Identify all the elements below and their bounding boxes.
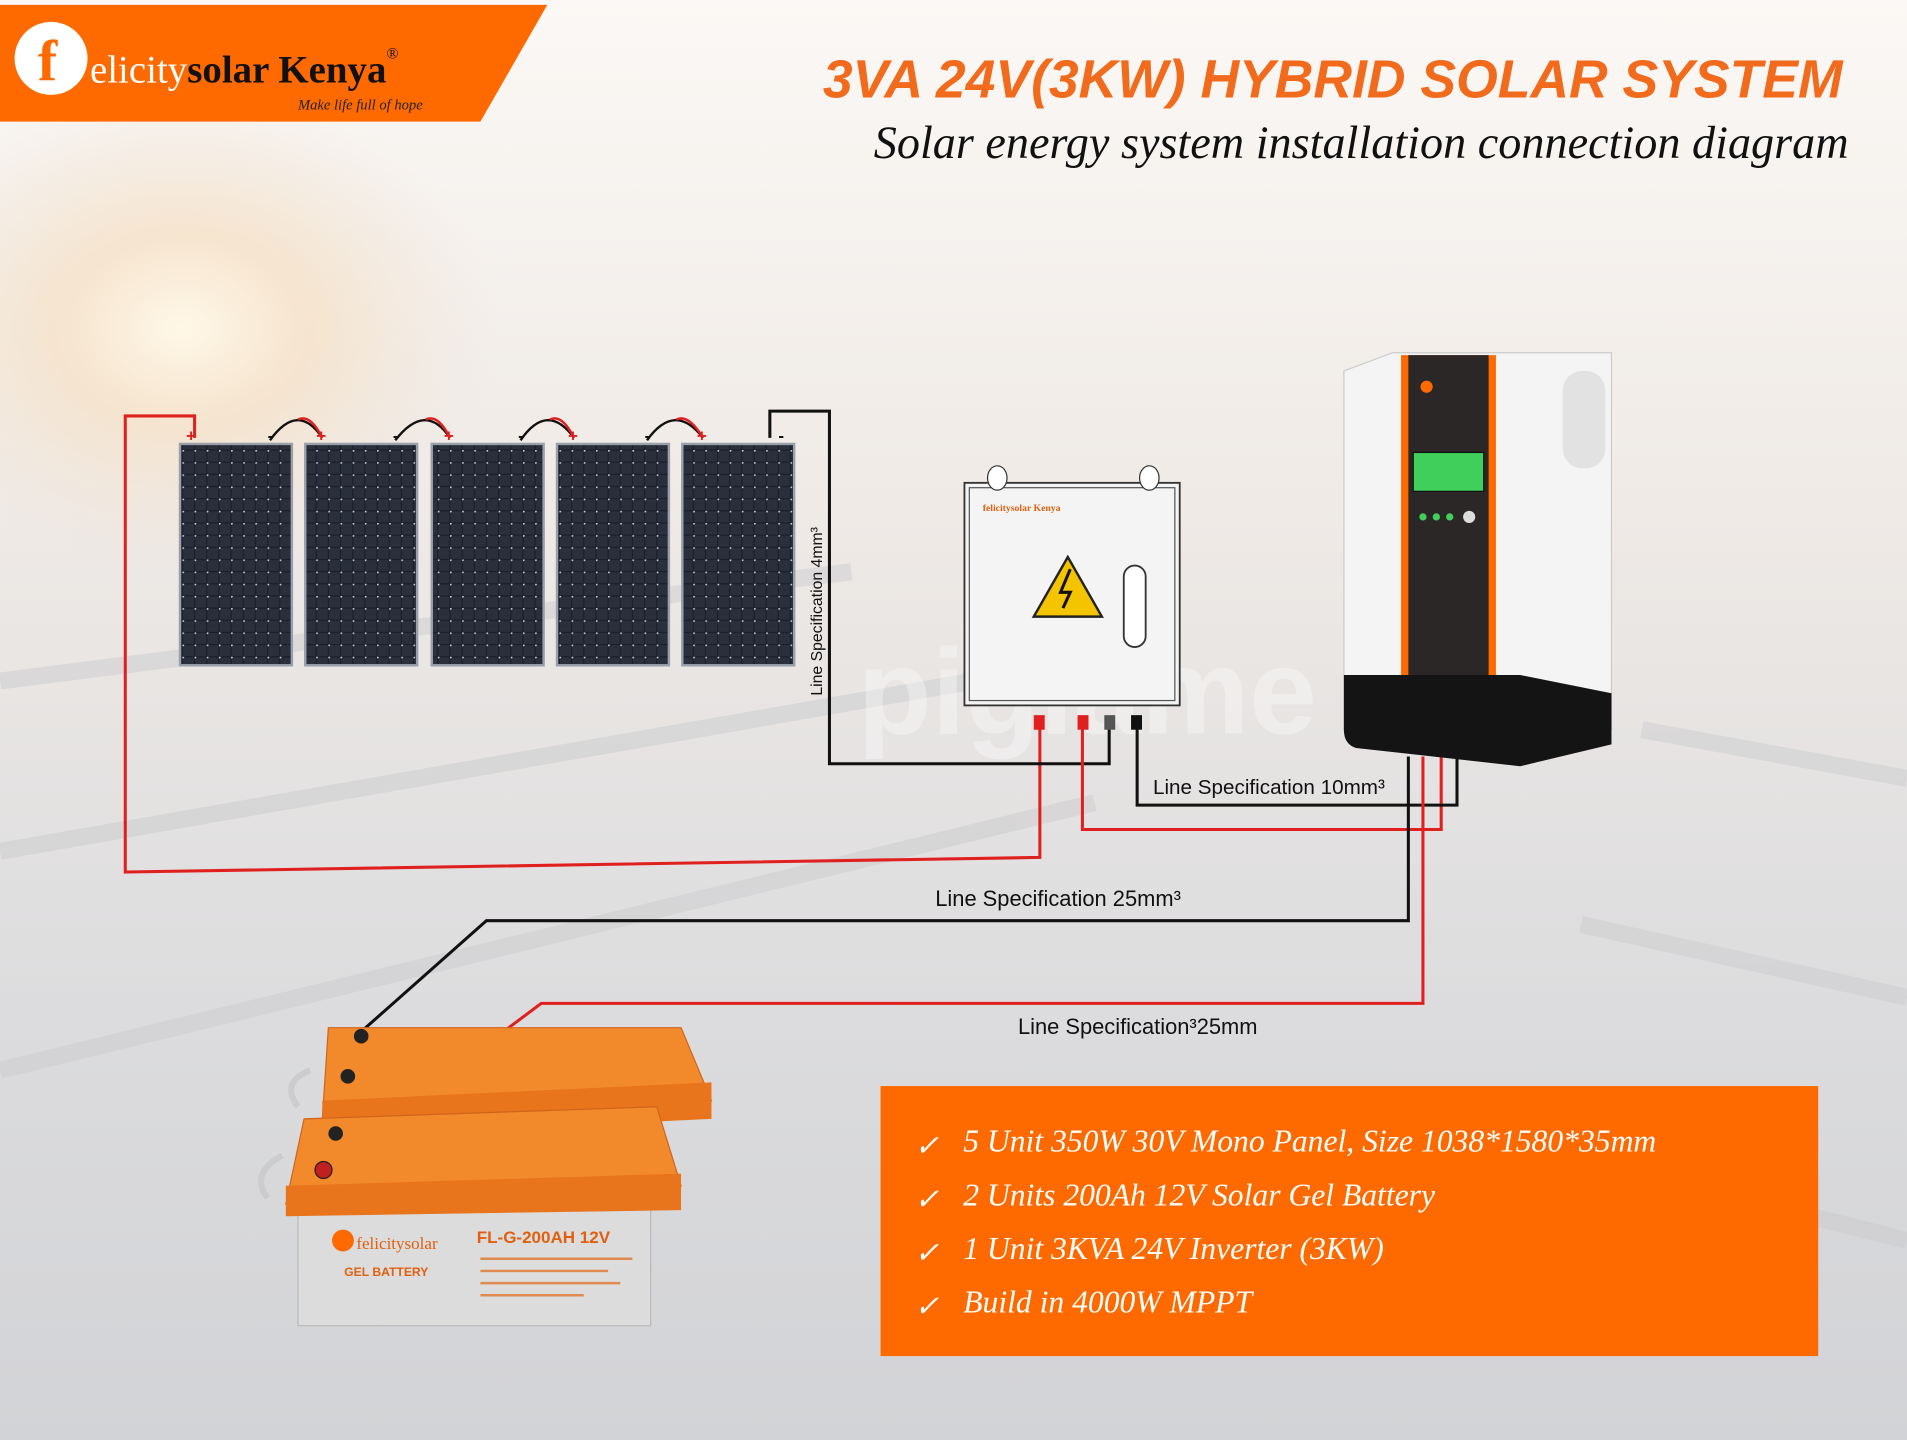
panel-minus-label: - <box>518 426 524 445</box>
box-handle <box>1122 564 1147 648</box>
brand-logo-banner: f elicitysolar Kenya® Make life full of … <box>0 4 548 122</box>
lcd-screen <box>1412 451 1485 492</box>
high-voltage-warning-icon <box>1031 554 1104 618</box>
terminal-negative <box>1104 715 1116 730</box>
line-spec-10mm-label: Line Specification 10mm³ <box>1153 776 1385 799</box>
battery-front: felicitysolar FL-G-200AH 12V GEL BATTERY <box>258 1106 682 1327</box>
wire-box-inverter-positive <box>1080 727 1443 831</box>
solar-panel <box>681 442 796 667</box>
terminal-positive <box>1033 715 1045 730</box>
line-spec-25mm-neg-label: Line Specification 25mm³ <box>935 886 1181 911</box>
feature-item: Build in 4000W MPPT <box>963 1284 1254 1319</box>
wire-box-inverter-negative <box>1135 727 1459 807</box>
speaker-grille <box>1562 370 1606 469</box>
check-icon: ✓ <box>915 1237 940 1269</box>
check-icon: ✓ <box>915 1184 940 1216</box>
panel-minus-label: - <box>268 426 274 445</box>
solar-panel-array <box>178 442 796 667</box>
battery-model: FL-G-200AH 12V <box>477 1228 611 1247</box>
power-button-icon <box>1463 510 1476 523</box>
battery-brand: felicitysolar <box>356 1234 438 1253</box>
feature-item: 5 Unit 350W 30V Mono Panel, Size 1038*15… <box>963 1124 1656 1159</box>
svg-text:felicitysolar Kenya: felicitysolar Kenya <box>983 503 1061 514</box>
panel-plus-label: + <box>186 426 196 445</box>
battery-logo-icon <box>332 1229 354 1252</box>
logo-registered: ® <box>386 45 398 62</box>
check-icon: ✓ <box>915 1291 940 1323</box>
feature-item: 2 Units 200Ah 12V Solar Gel Battery <box>963 1177 1436 1212</box>
wire-panel-negative <box>768 409 1111 766</box>
feature-list-box: ✓ 5 Unit 350W 30V Mono Panel, Size 1038*… <box>880 1086 1819 1357</box>
line-spec-25mm-pos-label: Line Specification³25mm <box>1018 1014 1258 1039</box>
panel-plus-label: + <box>568 426 578 445</box>
logo-circle-icon <box>14 21 88 95</box>
panel-plus-label: + <box>444 426 454 445</box>
panel-plus-label: + <box>316 426 326 445</box>
terminal-negative <box>1131 715 1143 730</box>
panel-plus-label: + <box>697 426 707 445</box>
solar-panel <box>430 442 545 667</box>
feature-item: 1 Unit 3KVA 24V Inverter (3KW) <box>963 1231 1384 1266</box>
wire-panel-positive <box>123 414 1042 874</box>
logo-letter: f <box>38 28 58 93</box>
panel-minus-label: - <box>645 426 651 445</box>
panel-jumpers <box>269 417 705 442</box>
logo-tagline: Make life full of hope <box>297 97 423 113</box>
page-subtitle: Solar energy system installation connect… <box>874 117 1849 168</box>
page-title: 3VA 24V(3KW) HYBRID SOLAR SYSTEM <box>823 50 1844 109</box>
panel-minus-label: - <box>778 426 784 445</box>
terminal-positive <box>1077 715 1089 730</box>
logo-brand-dark: solar Kenya <box>187 49 386 92</box>
logo-brand-light: elicity <box>90 49 188 92</box>
panel-minus-label: - <box>393 426 399 445</box>
line-spec-4mm-label: Line Specification 4mm³ <box>809 527 826 696</box>
check-icon: ✓ <box>915 1130 940 1162</box>
solar-panel <box>178 442 294 667</box>
hybrid-inverter <box>1343 352 1613 767</box>
solar-panel <box>555 442 671 667</box>
solar-panel <box>304 442 419 667</box>
wire-battery-negative <box>357 756 1410 1035</box>
combiner-box: felicitysolar Kenya <box>963 465 1181 730</box>
battery-type: GEL BATTERY <box>344 1265 428 1279</box>
logo-wordmark: elicitysolar Kenya® <box>90 45 398 91</box>
